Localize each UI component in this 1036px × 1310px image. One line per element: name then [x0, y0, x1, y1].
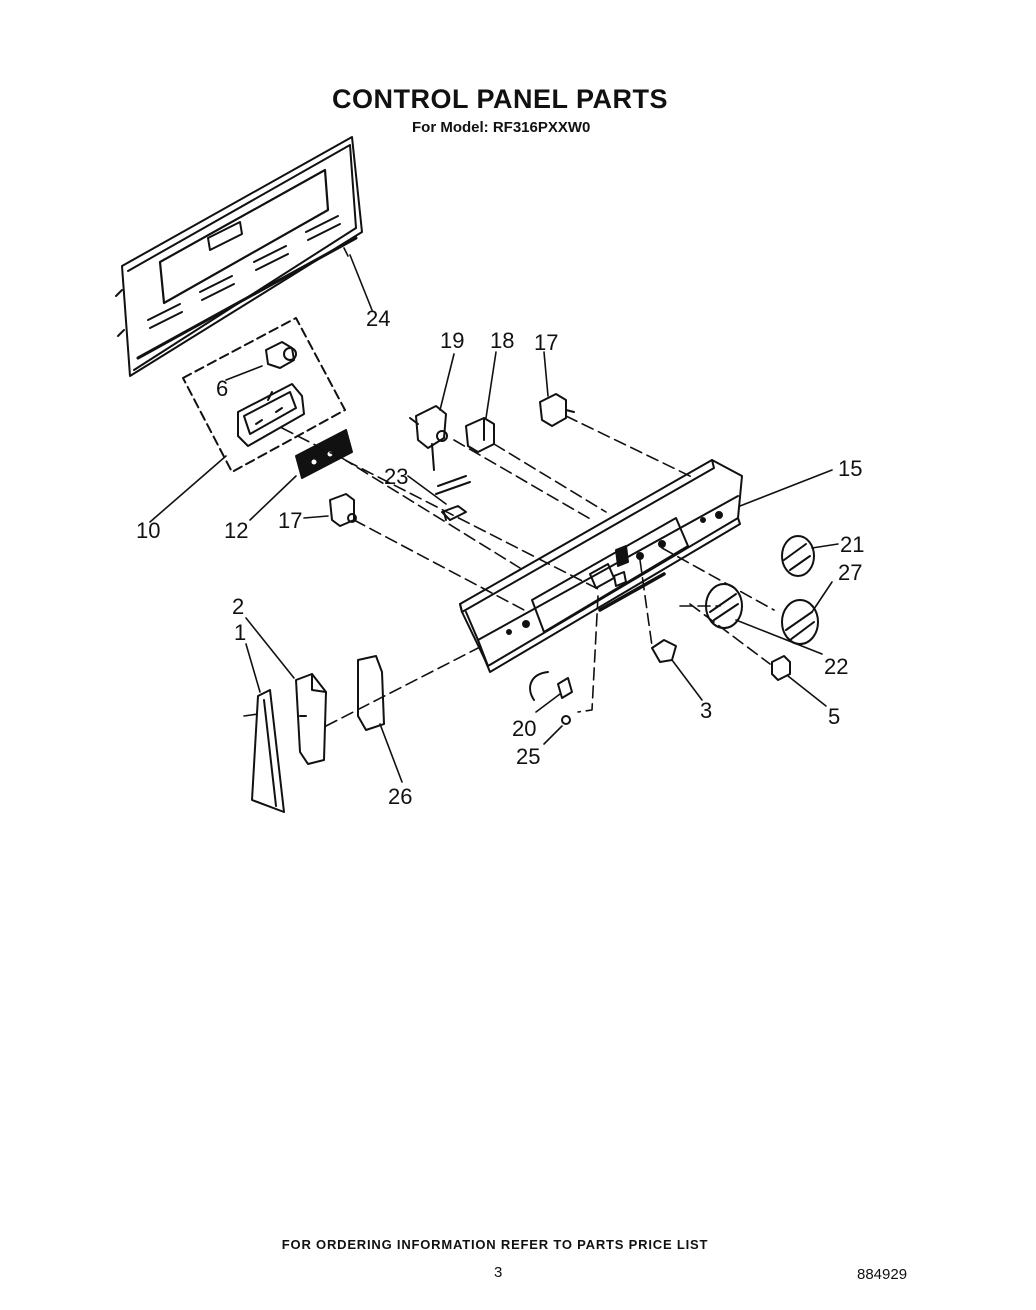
document-number: 884929 [857, 1266, 908, 1283]
part-23-terminal [435, 475, 471, 521]
ordering-note: FOR ORDERING INFORMATION REFER TO PARTS … [281, 1237, 709, 1252]
callout-17-top: 17 [534, 330, 558, 355]
page-title: CONTROL PANEL PARTS [331, 84, 669, 114]
part-12-overlay [295, 429, 353, 479]
part-20-indicator-light [529, 671, 573, 701]
part-3-knob [651, 639, 677, 663]
part-19-infinite-switch [409, 405, 448, 471]
callout-22: 22 [824, 654, 848, 679]
model-subtitle: For Model: RF316PXXW0 [412, 119, 591, 136]
callout-15: 15 [838, 456, 862, 481]
callout-21: 21 [840, 532, 864, 557]
part-24-rear-panel [115, 136, 363, 377]
callout-2: 2 [232, 594, 244, 619]
part-6-clock-knob [265, 341, 297, 369]
part-5-indicator [771, 655, 791, 681]
part-1-end-cap [251, 689, 285, 813]
callout-3: 3 [700, 698, 712, 723]
callout-12: 12 [224, 518, 248, 543]
callout-24: 24 [366, 306, 390, 331]
part-2-bracket [295, 673, 327, 765]
callout-5: 5 [828, 704, 840, 729]
callout-26: 26 [388, 784, 412, 809]
callout-27: 27 [838, 560, 862, 585]
callout-18: 18 [490, 328, 514, 353]
callout-25: 25 [516, 744, 540, 769]
part-22-knob [705, 583, 743, 629]
part-27-knob [781, 599, 819, 645]
part-18-switch [465, 417, 495, 453]
callout-20: 20 [512, 716, 536, 741]
part-15-control-panel [459, 459, 743, 673]
callout-23: 23 [384, 464, 408, 489]
part-17-switch-left [329, 493, 357, 527]
part-26-bracket [357, 655, 385, 731]
part-10-clock-assembly [182, 317, 346, 473]
assembly-dash-lines [243, 415, 775, 727]
callout-19: 19 [440, 328, 464, 353]
callout-6: 6 [216, 376, 228, 401]
leader-lines [149, 247, 839, 783]
callout-1: 1 [234, 620, 246, 645]
callout-10: 10 [136, 518, 160, 543]
part-17-switch-top [539, 393, 575, 427]
callout-17-left: 17 [278, 508, 302, 533]
page-number: 3 [494, 1264, 503, 1281]
part-21-knob [781, 535, 815, 577]
part-25-lens [561, 715, 571, 725]
